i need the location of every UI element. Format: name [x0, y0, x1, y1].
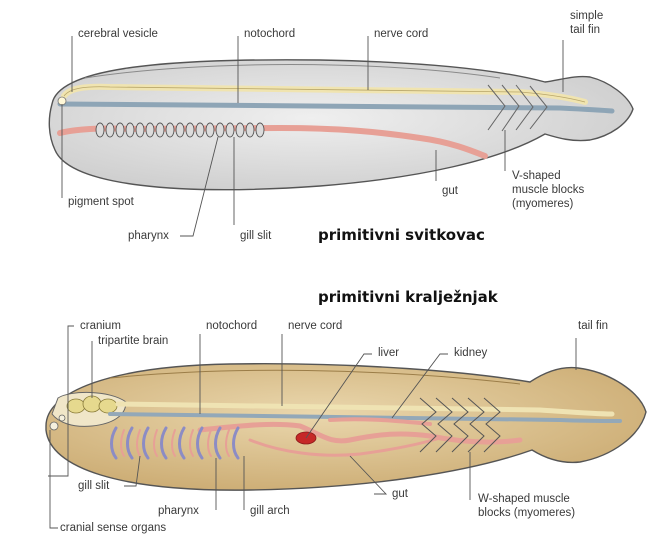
label-gut-top: gut: [442, 185, 458, 198]
label-kidney: kidney: [454, 347, 487, 360]
label-simple-tail-fin-line2: tail fin: [570, 24, 600, 37]
label-tail-fin: tail fin: [578, 320, 608, 333]
bottom-body-outline: [46, 364, 646, 490]
label-pharynx-top: pharynx: [128, 230, 169, 243]
label-cerebral-vesicle: cerebral vesicle: [78, 28, 158, 41]
label-notochord-bottom: notochord: [206, 320, 257, 333]
label-w-shaped-line2: blocks (myomeres): [478, 507, 575, 520]
label-cranial-sense-organs: cranial sense organs: [60, 522, 166, 535]
title-primitive-chordate: primitivni svitkovac: [318, 226, 485, 244]
label-tripartite-brain: tripartite brain: [98, 335, 168, 348]
label-cranium: cranium: [80, 320, 121, 333]
label-pigment-spot: pigment spot: [68, 196, 134, 209]
label-w-shaped-line1: W-shaped muscle: [478, 493, 570, 506]
label-liver: liver: [378, 347, 399, 360]
label-gill-slit-top: gill slit: [240, 230, 271, 243]
label-simple-tail-fin-line1: simple: [570, 10, 603, 23]
label-v-shaped-line2: muscle blocks: [512, 184, 584, 197]
label-nerve-cord-top: nerve cord: [374, 28, 428, 41]
label-v-shaped-line1: V-shaped: [512, 170, 561, 183]
label-notochord-top: notochord: [244, 28, 295, 41]
label-gill-arch: gill arch: [250, 505, 290, 518]
label-pharynx-bottom: pharynx: [158, 505, 199, 518]
label-nerve-cord-bottom: nerve cord: [288, 320, 342, 333]
label-v-shaped-line3: (myomeres): [512, 198, 573, 211]
label-gill-slit-bottom: gill slit: [78, 480, 109, 493]
title-primitive-vertebrate: primitivni kralježnjak: [318, 288, 498, 306]
label-gut-bottom: gut: [392, 488, 408, 501]
